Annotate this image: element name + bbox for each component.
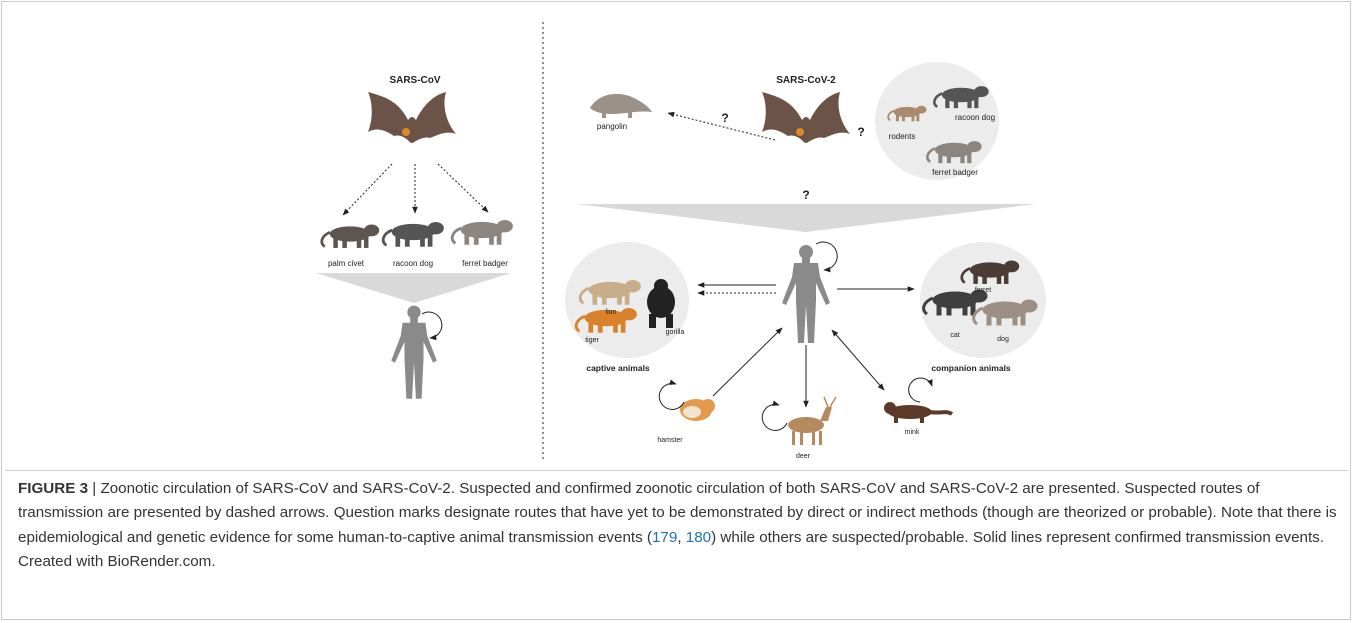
question-mark-pangolin: ? xyxy=(721,111,728,125)
self-loop-icon-human-right xyxy=(816,242,837,270)
palm-civet-icon xyxy=(322,225,379,248)
caption-separator-text: | xyxy=(88,480,100,497)
ferret-label: ferret xyxy=(975,287,991,294)
ferret-badger-label-right: ferret badger xyxy=(932,168,978,177)
cat-label: cat xyxy=(950,332,959,339)
caption-separator xyxy=(5,470,1348,471)
figure-number: FIGURE 3 xyxy=(18,480,88,497)
bat-icon xyxy=(368,92,456,143)
rodents-label: rodents xyxy=(889,132,916,141)
gorilla-label: gorilla xyxy=(666,329,685,336)
solid-arrow-human-mink-bidirectional xyxy=(832,330,884,390)
bat-icon-right xyxy=(762,92,850,143)
lion-label: lion xyxy=(606,309,617,316)
left-funnel xyxy=(316,273,511,303)
reference-link-179[interactable]: 179 xyxy=(652,529,677,546)
deer-label: deer xyxy=(796,453,811,460)
racoon-dog-icon xyxy=(383,223,443,247)
left-title: SARS-CoV xyxy=(389,75,440,86)
ferret-badger-icon xyxy=(452,221,512,245)
question-mark-human: ? xyxy=(802,188,809,202)
racoon-dog-label: racoon dog xyxy=(393,259,433,268)
dashed-arrow-right xyxy=(438,164,488,212)
pangolin-label: pangolin xyxy=(597,122,627,131)
human-icon-right xyxy=(782,245,830,343)
companion-animals-label: companion animals xyxy=(931,363,1011,373)
dog-label: dog xyxy=(997,336,1009,343)
mink-label: mink xyxy=(905,429,920,436)
racoon-dog-label-right: racoon dog xyxy=(955,113,995,122)
right-title: SARS-CoV-2 xyxy=(776,75,836,86)
reference-link-180[interactable]: 180 xyxy=(686,529,711,546)
transmission-diagram: SARS-CoV palm civet racoon dog ferret ba… xyxy=(0,0,1354,470)
tiger-label: tiger xyxy=(585,337,599,344)
palm-civet-label: palm civet xyxy=(328,259,365,268)
right-funnel xyxy=(577,204,1036,232)
hamster-icon xyxy=(680,399,715,421)
question-mark-intermediate: ? xyxy=(857,125,864,139)
ferret-badger-label: ferret badger xyxy=(462,259,508,268)
hamster-label: hamster xyxy=(657,437,683,444)
dashed-arrow-left xyxy=(343,164,392,215)
deer-icon xyxy=(788,397,836,445)
reference-separator: , xyxy=(677,529,685,546)
self-loop-icon-hamster xyxy=(659,383,684,409)
figure-caption: FIGURE 3 | Zoonotic circulation of SARS-… xyxy=(18,477,1338,575)
human-icon-left xyxy=(391,306,437,399)
mink-icon xyxy=(884,402,952,423)
self-loop-icon-deer xyxy=(762,404,787,430)
captive-animals-label: captive animals xyxy=(586,363,650,373)
pangolin-icon xyxy=(590,94,652,118)
self-loop-icon-mink xyxy=(909,378,932,402)
solid-arrow-hamster-to-human xyxy=(713,328,782,396)
